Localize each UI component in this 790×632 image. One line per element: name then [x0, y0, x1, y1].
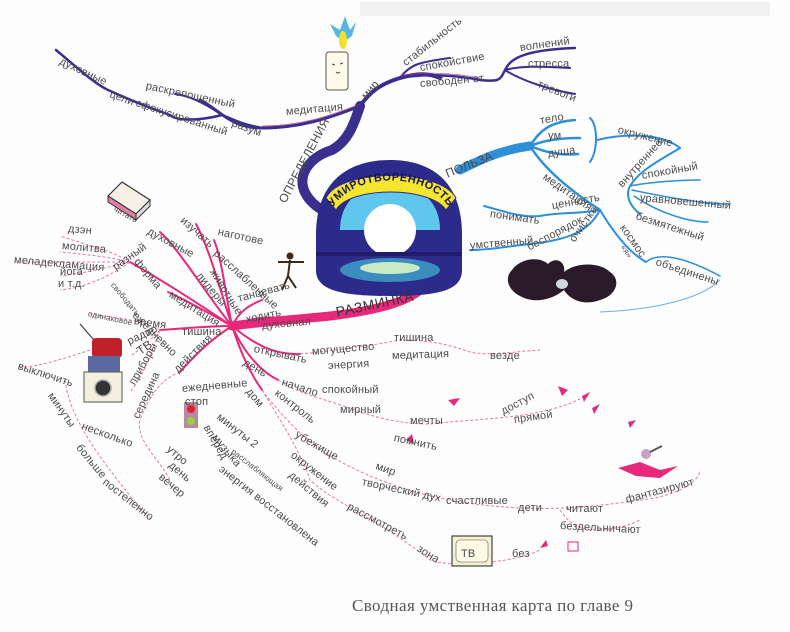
- node-label: счастливые: [446, 495, 508, 507]
- node-label: медитация: [391, 348, 450, 362]
- definitions-branch: [54, 46, 577, 215]
- candle-icon: [325, 16, 356, 91]
- book-icon: [107, 181, 151, 222]
- node-label: мечты: [410, 415, 443, 427]
- node-label: читают: [566, 503, 604, 515]
- central-image: [316, 160, 462, 296]
- node-label: мирный: [340, 404, 382, 416]
- node-label: и т.д.: [58, 278, 85, 290]
- figure-caption: Сводная умственная карта по главе 9: [352, 596, 634, 615]
- tv-icon: [451, 535, 579, 567]
- node-label: везде: [490, 350, 520, 362]
- appliances-icon: [79, 323, 123, 403]
- svg-text:УМИРОТВОРЕННОСТЬ: УМИРОТВОРЕННОСТЬ: [326, 171, 456, 208]
- arrow-heads: [406, 386, 636, 548]
- node-label: тишина: [182, 326, 222, 338]
- node-label: дети: [518, 502, 543, 514]
- flying-person-icon: [618, 445, 678, 478]
- node-label: ТВ: [461, 548, 476, 560]
- dancer-icon: [278, 252, 304, 291]
- central-title: УМИРОТВОРЕННОСТЬ: [326, 171, 455, 208]
- node-label: спокойный: [322, 384, 379, 396]
- benefit-branch: [455, 117, 731, 313]
- node-label: без: [512, 548, 530, 560]
- traffic-light-icon: [184, 402, 198, 428]
- cosmos-image: [507, 259, 617, 303]
- node-label: ум: [548, 130, 562, 142]
- node-label: йога: [60, 266, 83, 278]
- node-label: стресса: [528, 58, 570, 70]
- node-label: энергия: [327, 357, 370, 372]
- node-label: дзэн: [67, 223, 93, 238]
- node-label: стоп: [185, 396, 209, 408]
- node-label: тишина: [394, 332, 434, 344]
- central-topic: УМИРОТВОРЕННОСТЬ: [326, 168, 456, 208]
